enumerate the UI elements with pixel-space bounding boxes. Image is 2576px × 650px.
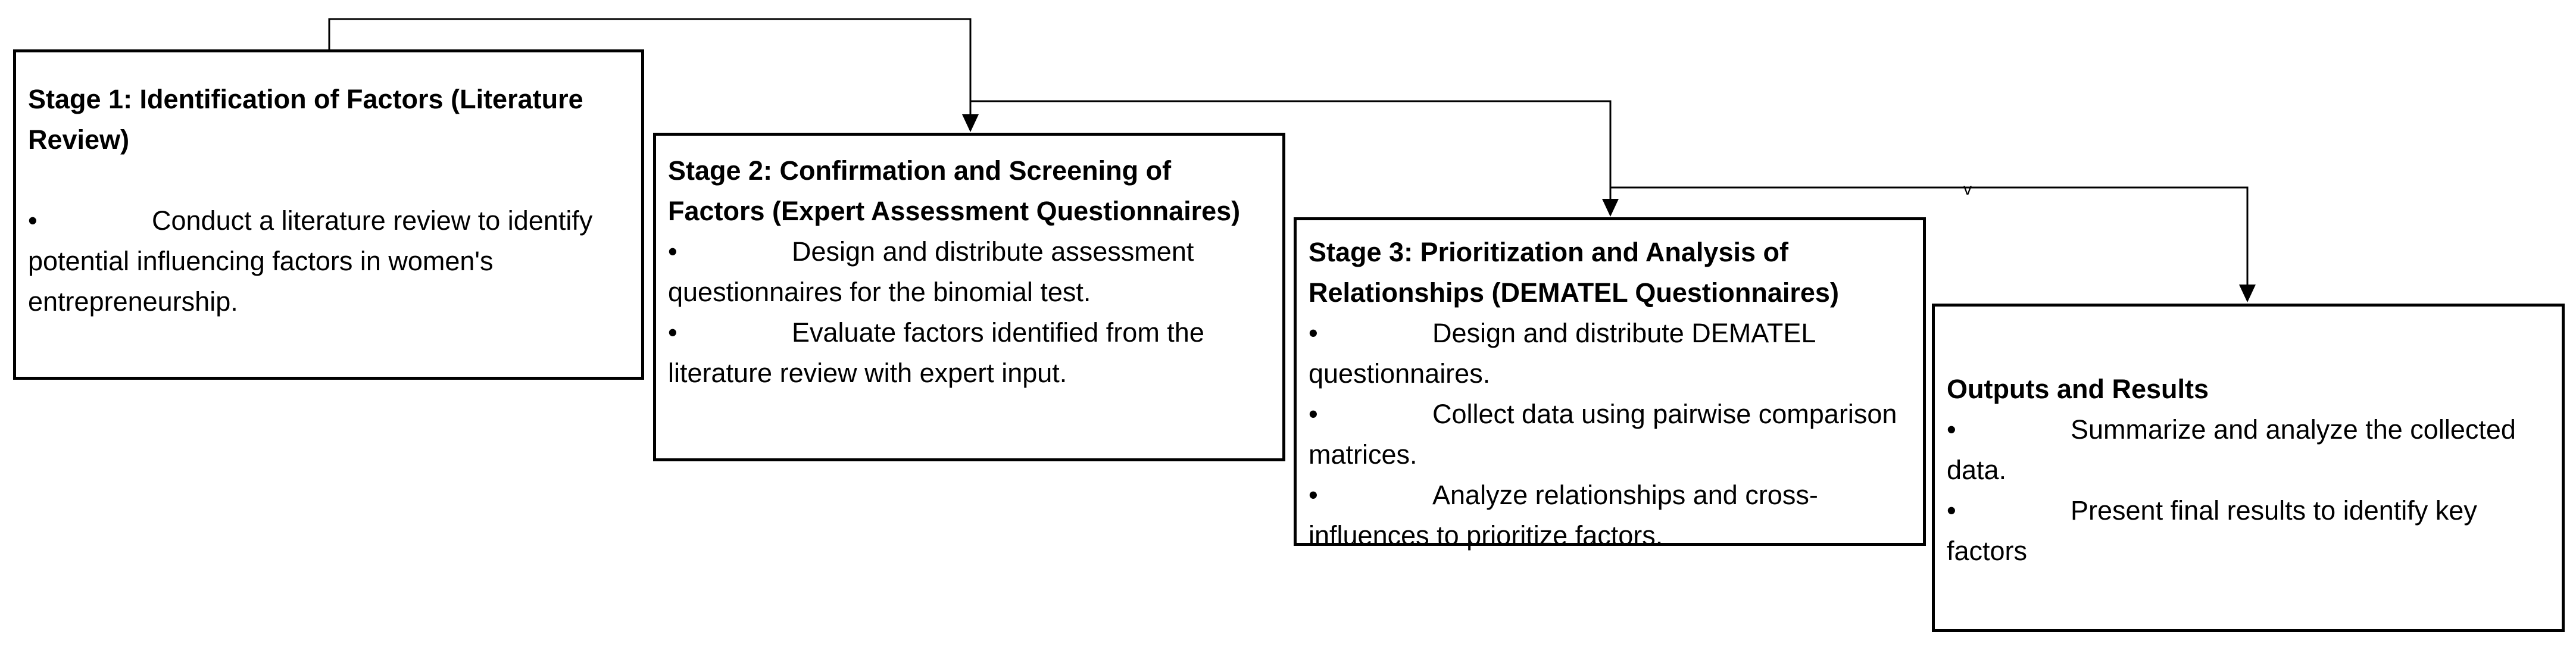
stage1-title: Stage 1: Identification of Factors (Lite… [28,84,583,155]
stage1-bullet-list: •Conduct a literature review to identify… [28,201,629,322]
arrowhead-stage2 [962,114,979,132]
bullet-icon: • [668,317,677,348]
stage3-bullet-3-text: Analyze relationships and cross-influenc… [1309,480,1818,551]
outputs-bullet-1: •Summarize and analyze the collected dat… [1947,410,2550,490]
connector-stage3-to-outputs [1610,186,2249,287]
stage2-title: Stage 2: Confirmation and Screening of F… [668,155,1241,226]
bullet-icon: • [28,205,38,236]
stage3-bullet-3: •Analyze relationships and cross-influen… [1309,475,1911,556]
stage3-bullet-2-text: Collect data using pairwise comparison m… [1309,399,1897,470]
outputs-bullet-list: •Summarize and analyze the collected dat… [1947,410,2550,571]
bullet-icon: • [1947,495,1956,526]
connector-stage2-to-stage3 [970,100,1612,201]
stage2-bullet-1: •Design and distribute assessment questi… [668,232,1270,312]
arrowhead-stage3 [1602,199,1619,217]
bullet-icon: • [1309,399,1318,429]
connector-mark: v [1963,180,1972,198]
stage1-box: Stage 1: Identification of Factors (Lite… [13,49,644,380]
bullet-icon: • [668,236,677,267]
stage1-bullet-1-text: Conduct a literature review to identify … [28,205,593,317]
stage2-box: Stage 2: Confirmation and Screening of F… [653,133,1285,461]
stage3-bullet-1: •Design and distribute DEMATEL questionn… [1309,313,1911,394]
outputs-bullet-2: •Present final results to identify key f… [1947,490,2550,571]
arrowhead-outputs [2239,285,2256,302]
outputs-box: Outputs and Results •Summarize and analy… [1932,304,2565,632]
stage2-bullet-2-text: Evaluate factors identified from the lit… [668,317,1204,388]
outputs-title: Outputs and Results [1947,374,2209,404]
stage2-bullet-2: •Evaluate factors identified from the li… [668,312,1270,393]
stage3-bullet-2: •Collect data using pairwise comparison … [1309,394,1911,475]
stage3-box: Stage 3: Prioritization and Analysis of … [1294,217,1926,551]
outputs-bullet-1-text: Summarize and analyze the collected data… [1947,414,2516,485]
outputs-bullet-2-text: Present final results to identify key fa… [1947,495,2477,566]
stage3-bullet-list: •Design and distribute DEMATEL questionn… [1309,313,1911,556]
stage2-bullet-1-text: Design and distribute assessment questio… [668,236,1194,307]
stage1-bullet-1: •Conduct a literature review to identify… [28,201,629,322]
stage2-bullet-list: •Design and distribute assessment questi… [668,232,1270,393]
bullet-icon: • [1947,414,1956,445]
connector-stage1-to-stage2 [328,18,972,117]
bullet-icon: • [1309,318,1318,348]
bullet-icon: • [1309,480,1318,510]
stage3-bullet-1-text: Design and distribute DEMATEL questionna… [1309,318,1815,389]
stage3-title: Stage 3: Prioritization and Analysis of … [1309,237,1839,308]
